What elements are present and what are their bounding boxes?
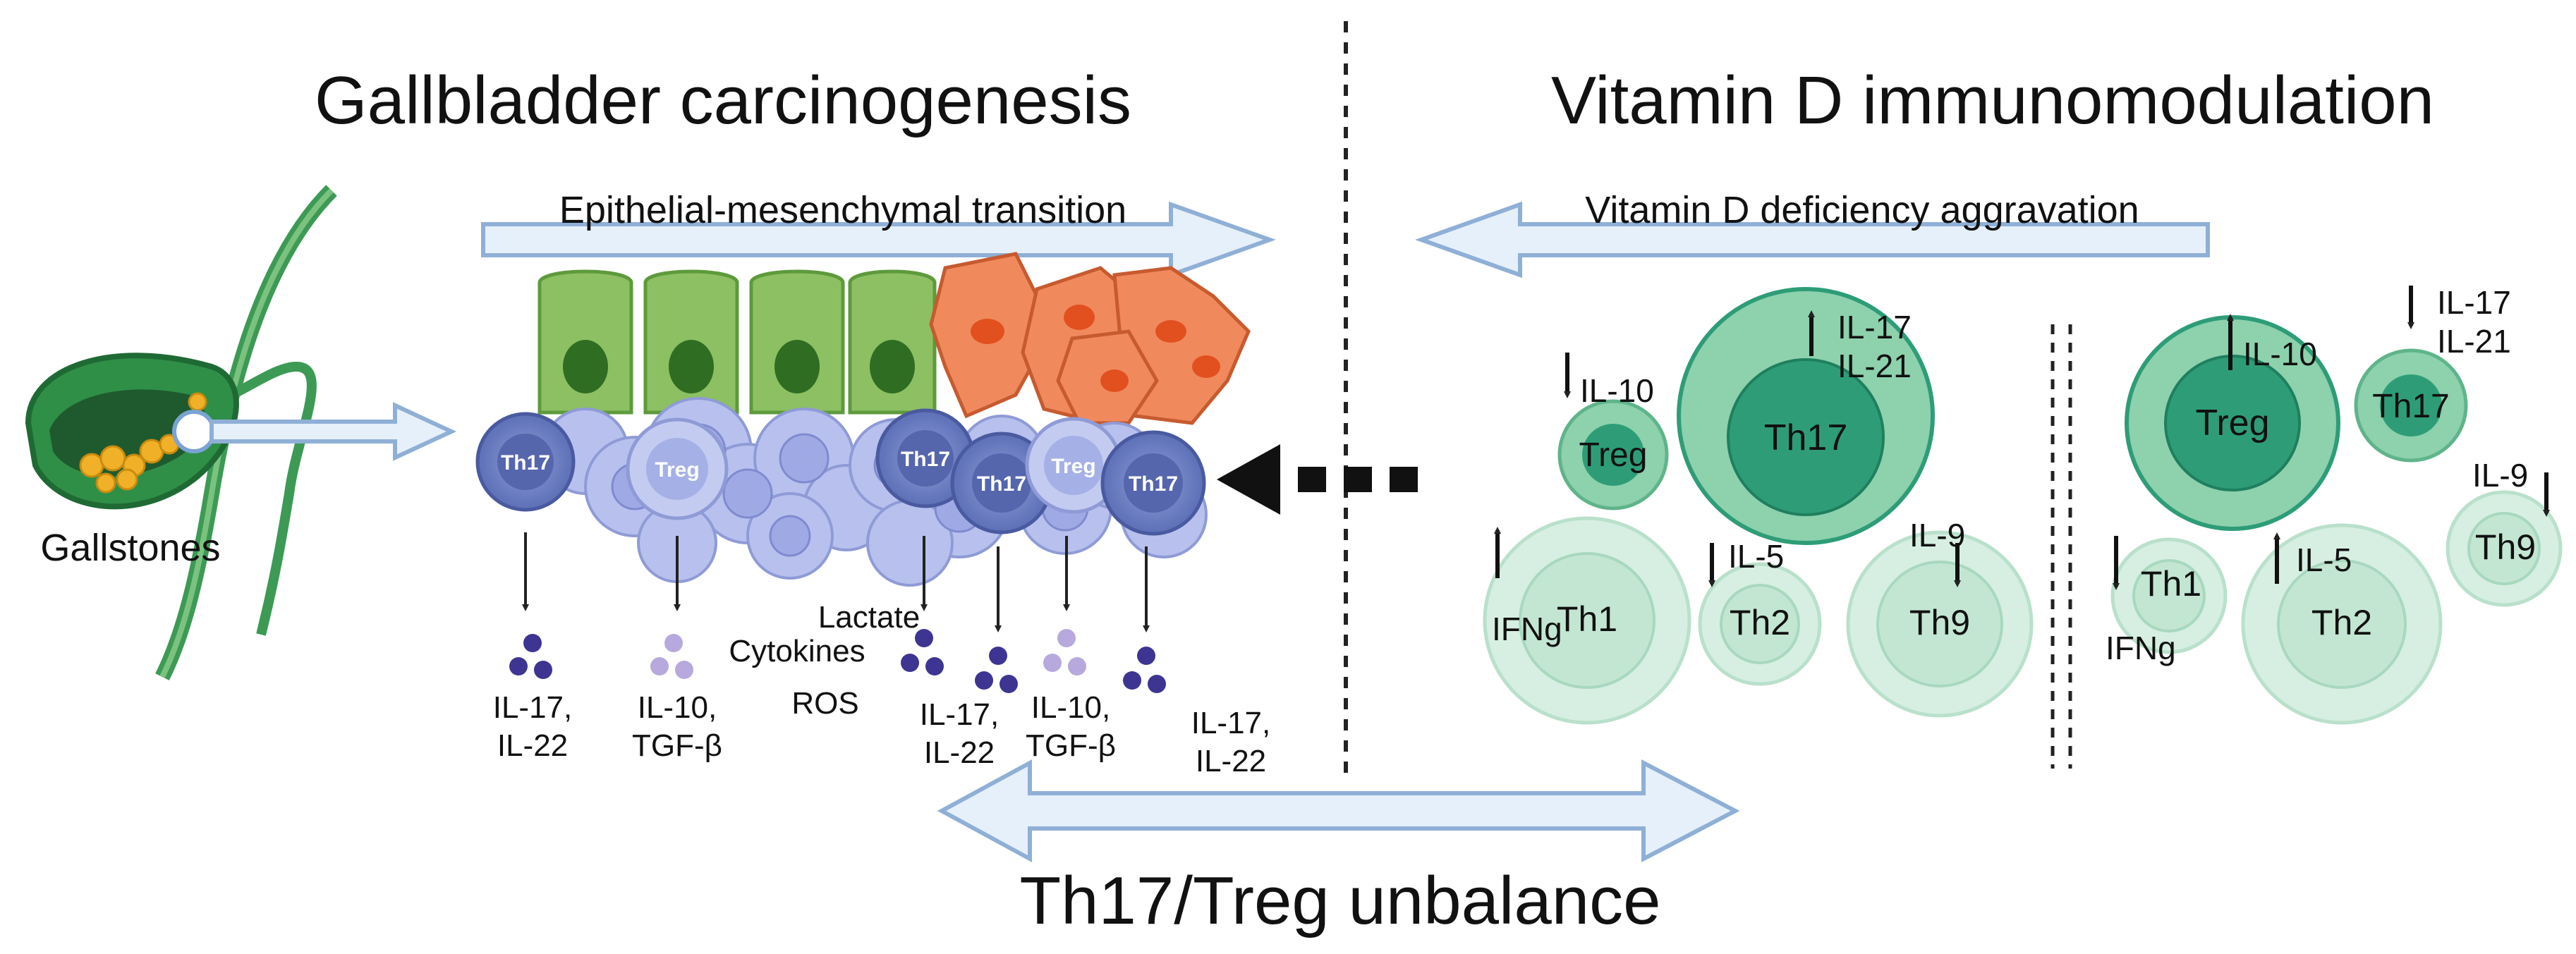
- mesenchymal-nucleus: [1192, 355, 1220, 378]
- th17-cell-label: Th17: [501, 451, 550, 475]
- il10-label-deficient: IL-10: [1580, 372, 1654, 409]
- th9-label-sufficient: Th9: [2475, 527, 2536, 567]
- treg-cell-deficient: Treg: [1557, 399, 1669, 510]
- th17-cell-sufficient: Th17: [2354, 348, 2468, 463]
- gallbladder-illustration: Gallstones: [25, 185, 457, 680]
- epithelial-cell: [848, 269, 937, 415]
- vitd-arrow: Vitamin D deficiency aggravation: [1415, 189, 2210, 279]
- th17-cell-label: Th17: [901, 448, 950, 471]
- epithelial-cell: [643, 269, 739, 415]
- il21-label-deficient: IL-21: [1837, 348, 1912, 384]
- secretion-label-4b: TGF-β: [1026, 728, 1116, 763]
- mesenchymal-nucleus: [1100, 369, 1129, 392]
- secretion-label-1a: IL-17,: [493, 690, 573, 725]
- th2-label-deficient: Th2: [1730, 603, 1790, 642]
- epithelial-cell: [749, 269, 845, 415]
- secretion-label-5b: IL-22: [1196, 744, 1266, 778]
- th17-cell: Th17: [475, 412, 576, 512]
- il9-label-sufficient: IL-9: [2472, 457, 2528, 494]
- secretion-label-3b: IL-22: [924, 735, 995, 770]
- th1-label-deficient: Th1: [1557, 599, 1617, 639]
- sufficient-panel: Th1 Th2 Th9 Treg Th17: [2106, 284, 2563, 725]
- tumor-cell-cluster: Th17 Treg Th17 Th17 Treg Th17: [475, 397, 1208, 587]
- deficient-panel: Th1 Th2 Th9 Treg Th17: [1483, 287, 2034, 725]
- mesenchymal-nucleus: [971, 319, 1004, 344]
- title-left: Gallbladder carcinogenesis: [315, 63, 1131, 138]
- il17-label-sufficient: IL-17: [2437, 284, 2511, 321]
- th2-label-sufficient: Th2: [2311, 603, 2372, 642]
- emt-arrow: Epithelial-mesenchymal transition: [481, 189, 1276, 279]
- secretion-label-1b: IL-22: [497, 728, 568, 763]
- cytokine-dots: [509, 629, 1166, 693]
- mesenchymal-cells: [929, 252, 1251, 426]
- treg-label-sufficient: Treg: [2196, 403, 2270, 444]
- input-arrow: [1217, 444, 1418, 515]
- secretion-label-2a: IL-10,: [638, 690, 717, 725]
- th1-label-sufficient: Th1: [2141, 564, 2201, 604]
- ros-label: ROS: [791, 686, 858, 721]
- unbalance-double-arrow: [937, 759, 1740, 863]
- treg-cell-label: Treg: [655, 458, 699, 482]
- th2-cell-sufficient: Th2: [2241, 523, 2443, 725]
- treg-label-deficient: Treg: [1579, 436, 1648, 474]
- il5-label-sufficient: IL-5: [2296, 542, 2352, 578]
- th17-cell-deficient: Th17: [1677, 287, 1935, 545]
- il17-label-deficient: IL-17: [1837, 309, 1912, 345]
- secretion-label-2b: TGF-β: [632, 728, 722, 763]
- il5-label-deficient: IL-5: [1728, 538, 1784, 575]
- cytokines-label: Cytokines: [729, 634, 865, 668]
- secretion-label-3a: IL-17,: [920, 697, 1000, 732]
- vitd-label: Vitamin D deficiency aggravation: [1585, 189, 2139, 231]
- mesenchymal-nucleus: [1064, 305, 1095, 330]
- il10-label-sufficient: IL-10: [2243, 336, 2317, 372]
- th1-cell-sufficient: Th1: [2110, 537, 2228, 654]
- th9-cell-sufficient: Th9: [2446, 490, 2563, 607]
- il21-label-sufficient: IL-21: [2437, 323, 2511, 360]
- secretion-label-5a: IL-17,: [1191, 706, 1271, 740]
- epithelial-cells: [537, 269, 937, 415]
- epithelial-cell: [537, 269, 633, 415]
- mesenchymal-nucleus: [1155, 320, 1186, 343]
- th9-cell-deficient: Th9: [1846, 530, 2034, 718]
- title-bottom: Th17/Treg unbalance: [1019, 863, 1660, 938]
- th9-label-deficient: Th9: [1909, 603, 1970, 642]
- treg-cell: Treg: [626, 417, 729, 520]
- th17-cell: Th17: [1100, 430, 1206, 536]
- th17-cell-label: Th17: [977, 472, 1026, 496]
- ifng-label-deficient: IFNg: [1492, 611, 1562, 647]
- th1-cell-deficient: Th1: [1483, 516, 1691, 725]
- th2-cell-deficient: Th2: [1698, 562, 1822, 686]
- gallstones-arrow: [209, 402, 457, 461]
- emt-label: Epithelial-mesenchymal transition: [559, 189, 1126, 231]
- th17-label-deficient: Th17: [1764, 417, 1848, 458]
- panel-divider: [2051, 324, 2072, 769]
- gallstones-label: Gallstones: [40, 527, 220, 569]
- th17-label-sufficient: Th17: [2372, 388, 2449, 425]
- lactate-label: Lactate: [818, 600, 920, 635]
- ifng-label-sufficient: IFNg: [2106, 630, 2176, 666]
- il9-label-deficient: IL-9: [1909, 517, 1965, 554]
- title-right: Vitamin D immunomodulation: [1551, 63, 2434, 138]
- cystic-duct-node: [172, 410, 216, 453]
- th17-cell-label: Th17: [1129, 472, 1178, 496]
- secretion-arrows: [522, 532, 1150, 632]
- treg-cell-label: Treg: [1051, 455, 1095, 478]
- secretion-label-4a: IL-10,: [1031, 690, 1111, 725]
- treg-cell: Treg: [1025, 417, 1122, 514]
- treg-cell-sufficient: Treg: [2125, 315, 2340, 531]
- gallstones-cluster: [79, 392, 207, 494]
